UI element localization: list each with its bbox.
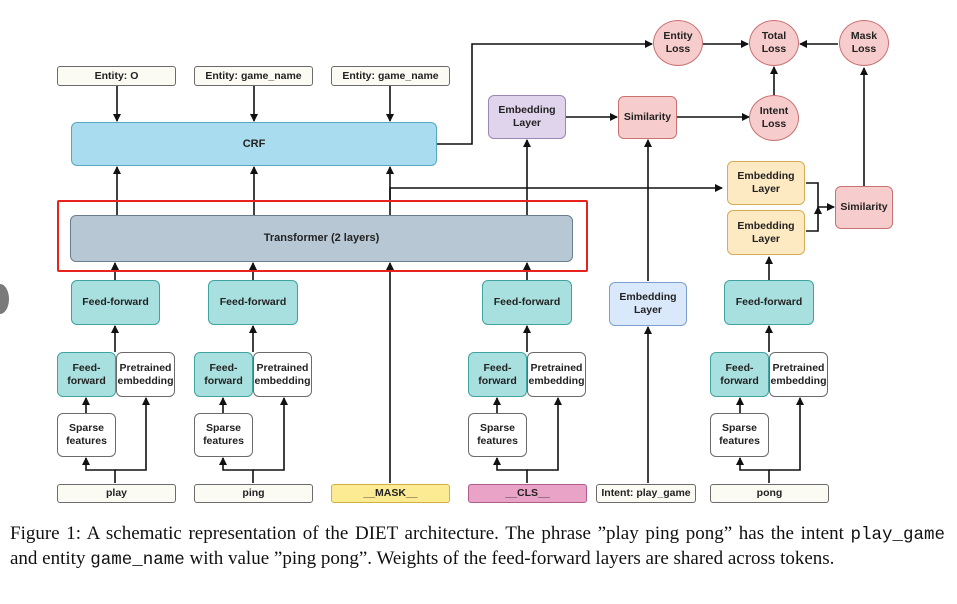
intent-loss: Intent Loss: [749, 95, 799, 141]
token-mask: __MASK__: [331, 484, 450, 503]
token-cls: __CLS__: [468, 484, 587, 503]
token-ping: ping: [194, 484, 313, 503]
pretrained-embedding-pong: Pretrained embedding: [769, 352, 828, 397]
sparse-text-bottom: features: [477, 435, 518, 447]
pretrained-text-top: Pretrained: [119, 361, 172, 374]
pretrained-text-bottom: embedding: [770, 374, 827, 387]
small-feed-forward-pong: Feed- forward: [710, 352, 769, 397]
feed-forward-cls: Feed-forward: [482, 280, 572, 325]
embedding-layer-mask-bottom: Embedding Layer: [727, 210, 805, 255]
embedding-text-bottom: Layer: [633, 304, 663, 316]
small-feed-forward-ping: Feed- forward: [194, 352, 253, 397]
ff-text-bottom: forward: [478, 374, 517, 387]
sparse-text-top: Sparse: [721, 422, 758, 434]
caption-code-intent: play_game: [850, 525, 945, 545]
ff-text-top: Feed-: [72, 361, 101, 374]
mask-loss: Mask Loss: [839, 20, 889, 66]
sparse-text-top: Sparse: [205, 422, 242, 434]
crf-layer: CRF: [71, 122, 437, 166]
total-loss-top: Total: [761, 30, 787, 42]
ff-text-bottom: forward: [720, 374, 759, 387]
embedding-text-top: Embedding: [619, 291, 677, 303]
sparse-features-ping: Sparse features: [194, 413, 253, 457]
similarity-intent: Similarity: [618, 96, 677, 139]
pretrained-text-bottom: embedding: [528, 374, 585, 387]
embedding-text-top: Embedding: [737, 170, 795, 182]
similarity-mask: Similarity: [835, 186, 893, 229]
pretrained-embedding-cls: Pretrained embedding: [527, 352, 586, 397]
sparse-text-bottom: features: [203, 435, 244, 447]
embedding-layer-intent: Embedding Layer: [609, 282, 687, 326]
embedding-text-bottom: Layer: [512, 117, 542, 129]
diet-architecture-diagram: Entity: O Entity: game_name Entity: game…: [57, 20, 893, 503]
embedding-text-bottom: Layer: [751, 183, 781, 195]
ff-text-top: Feed-: [209, 361, 238, 374]
embedding-layer-cls: Embedding Layer: [488, 95, 566, 139]
transformer-layer: Transformer (2 layers): [70, 215, 573, 262]
mask-loss-bottom: Loss: [851, 43, 877, 55]
sparse-text-top: Sparse: [68, 422, 105, 434]
embedding-text-top: Embedding: [737, 219, 795, 232]
entity-loss-top: Entity: [663, 30, 693, 42]
token-intent: Intent: play_game: [596, 484, 696, 503]
intent-loss-top: Intent: [759, 105, 789, 117]
caption-code-entity: game_name: [90, 550, 185, 570]
feed-forward-ping: Feed-forward: [208, 280, 298, 325]
embedding-layer-mask-top: Embedding Layer: [727, 161, 805, 205]
sparse-text-top: Sparse: [479, 422, 516, 434]
transformer-highlight-frame: [57, 200, 588, 272]
sparse-text-bottom: features: [719, 435, 760, 447]
sparse-text-bottom: features: [66, 435, 107, 447]
sparse-features-play: Sparse features: [57, 413, 116, 457]
scroll-handle[interactable]: [0, 284, 9, 314]
pretrained-embedding-play: Pretrained embedding: [116, 352, 175, 397]
feed-forward-play: Feed-forward: [71, 280, 160, 325]
ff-text-top: Feed-: [725, 361, 754, 374]
connector-arrows: [82, 40, 868, 483]
total-loss: Total Loss: [749, 20, 799, 66]
caption-part-1: Figure 1: A schematic representation of …: [10, 523, 844, 544]
token-play: play: [57, 484, 176, 503]
entity-label-2: Entity: game_name: [194, 66, 313, 86]
entity-label-1: Entity: O: [57, 66, 176, 86]
mask-loss-top: Mask: [850, 30, 878, 42]
entity-label-3: Entity: game_name: [331, 66, 450, 86]
ff-text-top: Feed-: [483, 361, 512, 374]
pretrained-text-top: Pretrained: [530, 361, 583, 374]
figure-caption: Figure 1: A schematic representation of …: [10, 522, 945, 572]
feed-forward-pong: Feed-forward: [724, 280, 814, 325]
small-feed-forward-play: Feed- forward: [57, 352, 116, 397]
small-feed-forward-cls: Feed- forward: [468, 352, 527, 397]
sparse-features-pong: Sparse features: [710, 413, 769, 457]
entity-loss-bottom: Loss: [665, 43, 691, 55]
ff-text-bottom: forward: [67, 374, 106, 387]
pretrained-text-bottom: embedding: [117, 374, 174, 387]
sparse-features-cls: Sparse features: [468, 413, 527, 457]
pretrained-text-bottom: embedding: [254, 374, 311, 387]
pretrained-embedding-ping: Pretrained embedding: [253, 352, 312, 397]
intent-loss-bottom: Loss: [761, 118, 787, 130]
caption-part-3: with value ”ping pong”. Weights of the f…: [184, 548, 835, 569]
pretrained-text-top: Pretrained: [772, 361, 825, 374]
caption-part-2: and entity: [10, 548, 91, 569]
entity-loss: Entity Loss: [653, 20, 703, 66]
total-loss-bottom: Loss: [761, 43, 787, 55]
ff-text-bottom: forward: [204, 374, 243, 387]
token-pong: pong: [710, 484, 829, 503]
embedding-text-top: Embedding: [498, 104, 556, 116]
embedding-text-bottom: Layer: [751, 232, 781, 245]
pretrained-text-top: Pretrained: [256, 361, 309, 374]
